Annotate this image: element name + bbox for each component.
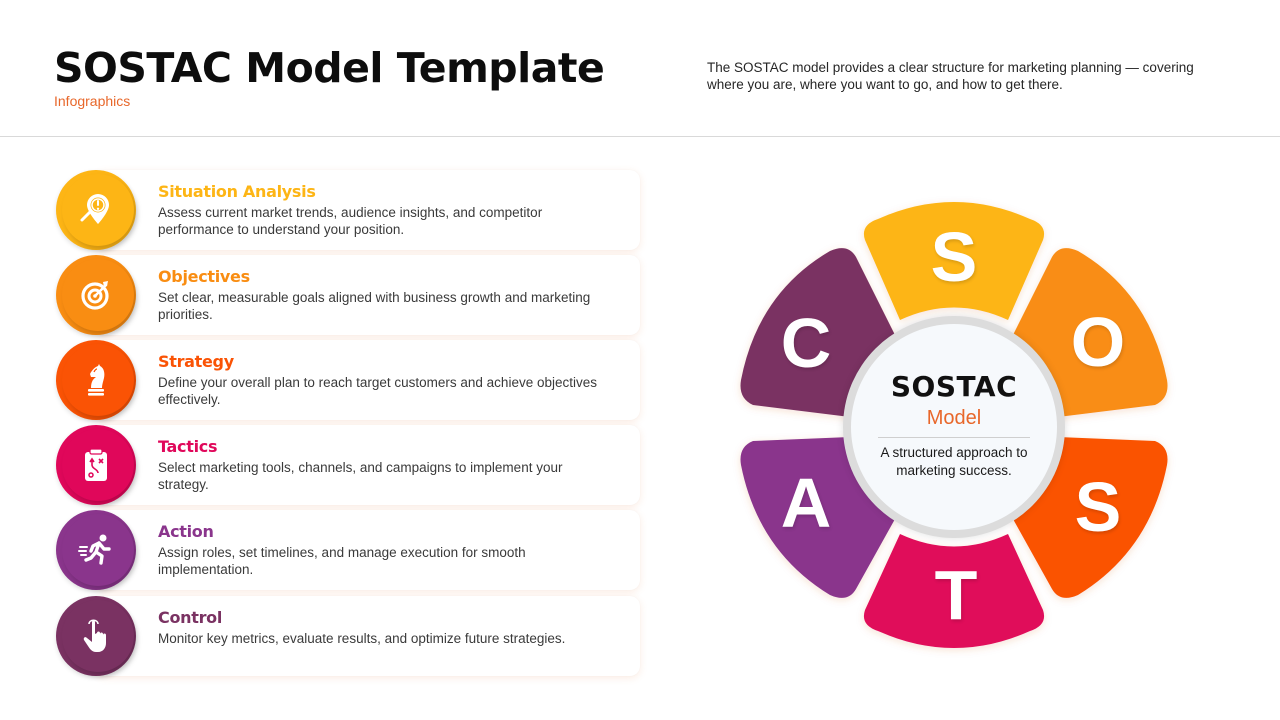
step-description: Define your overall plan to reach target… [158, 375, 597, 407]
wheel-letter-o: O [1070, 303, 1126, 381]
wheel-segment-s-top [863, 202, 1045, 320]
wheel-letter-t: T [934, 556, 978, 634]
step-control: Control Monitor key metrics, evaluate re… [56, 596, 640, 676]
step-description: Select marketing tools, channels, and ca… [158, 460, 563, 492]
step-card [96, 596, 640, 676]
tactics-clipboard-icon [85, 448, 107, 481]
step-card [96, 340, 640, 420]
step-name: Action [158, 522, 214, 541]
center-title: SOSTAC [890, 370, 1018, 403]
wheel-center: SOSTAC Model A structured approach to ma… [843, 316, 1065, 538]
center-caption: A structured approach to marketing succe… [880, 445, 1028, 478]
step-card [96, 510, 640, 590]
wheel-letter-s-bottom: S [1074, 468, 1122, 546]
step-badge [56, 255, 136, 335]
step-badge [56, 425, 136, 505]
search-location-icon [80, 194, 109, 224]
step-action: Action Assign roles, set timelines, and … [56, 510, 640, 590]
step-strategy: Strategy Define your overall plan to rea… [56, 340, 640, 420]
step-card [96, 170, 640, 250]
center-divider [878, 437, 1030, 438]
sostac-wheel: S O S T A C SOSTAC Model A structured ap… [730, 185, 1180, 665]
header-divider [0, 136, 1280, 137]
hand-pointer-icon [83, 619, 106, 652]
step-objectives: Objectives Set clear, measurable goals a… [56, 255, 640, 335]
wheel-letter-a: A [780, 464, 832, 542]
step-description: Set clear, measurable goals aligned with… [158, 290, 591, 322]
step-name: Objectives [158, 267, 250, 286]
step-badge [56, 340, 136, 420]
page-title: SOSTAC Model Template [54, 44, 605, 92]
chess-knight-icon [88, 364, 105, 396]
step-badge [56, 510, 136, 590]
step-name: Strategy [158, 352, 234, 371]
step-card [96, 255, 640, 335]
step-description: Assess current market trends, audience i… [158, 205, 543, 237]
step-name: Situation Analysis [158, 182, 316, 201]
step-card [96, 425, 640, 505]
wheel-letter-s-top: S [930, 218, 978, 296]
target-icon [81, 281, 109, 310]
step-description: Monitor key metrics, evaluate results, a… [158, 631, 566, 646]
intro-text: The SOSTAC model provides a clear struct… [707, 60, 1194, 92]
step-tactics: Tactics Select marketing tools, channels… [56, 425, 640, 505]
step-description: Assign roles, set timelines, and manage … [158, 545, 526, 577]
step-badge [56, 170, 136, 250]
wheel-segment-t [863, 534, 1045, 648]
step-badge [56, 596, 136, 676]
step-name: Tactics [158, 437, 218, 456]
step-name: Control [158, 608, 223, 627]
running-person-icon [78, 534, 111, 565]
center-subtitle: Model [926, 407, 982, 429]
wheel-letter-c: C [780, 304, 832, 382]
step-situation-analysis: Situation Analysis Assess current market… [56, 170, 640, 250]
page-subtitle: Infographics [54, 93, 131, 109]
